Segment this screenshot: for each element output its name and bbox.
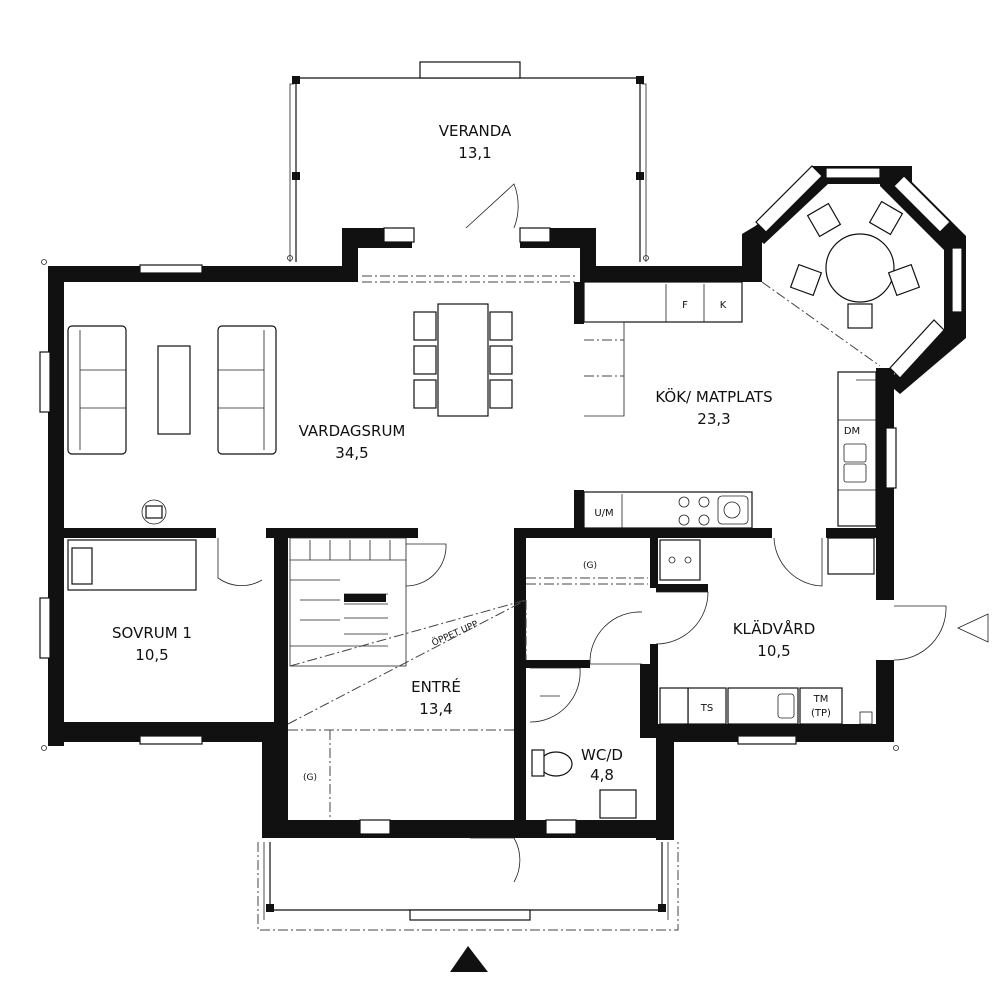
fixture-washer-label-2: (TP) [811,708,831,719]
laundry-fixtures [659,537,875,725]
room-name-kladvard: KLÄDVÅRD [733,619,816,638]
fixture-dishwasher-label: DM [844,426,860,437]
room-labels: VERANDA 13,1 VARDAGSRUM 34,5 KÖK/ MATPLA… [112,122,815,784]
bed [67,539,197,591]
front-porch-frame [257,842,679,931]
dining-table [413,303,513,417]
doors [217,183,989,883]
fixture-washer-label-1: TM [813,694,829,705]
room-name-kok: KÖK/ MATPLATS [655,387,772,406]
room-area-sovrum: 10,5 [135,646,168,664]
fixture-storage-label-1: (G) [583,561,597,571]
interior-walls [64,282,876,836]
room-name-veranda: VERANDA [439,122,512,140]
entrance-arrow-icon [450,946,488,972]
kitchen-cabinets [583,281,877,529]
wc-fixtures [531,695,637,819]
open-above-annotation: ÖPPET UPP [430,618,480,648]
room-area-entre: 13,4 [419,700,452,718]
room-area-kladvard: 10,5 [757,642,790,660]
fixture-freezer-label: K [720,300,727,311]
fixture-storage-label-2: (G) [303,773,317,783]
bay-round-table [789,200,921,329]
room-area-wc: 4,8 [590,766,614,784]
fixture-dryer-label: TS [700,703,713,714]
fixture-oven-label: U/M [594,508,613,519]
room-name-vardagsrum: VARDAGSRUM [299,422,406,440]
living-room-furniture [67,325,277,525]
room-name-sovrum: SOVRUM 1 [112,624,192,642]
staircase [289,537,527,667]
room-name-entre: ENTRÉ [411,677,461,696]
room-area-veranda: 13,1 [458,144,491,162]
room-area-kok: 23,3 [697,410,730,428]
room-area-vardagsrum: 34,5 [335,444,368,462]
fixture-fridge-label: F [682,300,688,311]
room-name-wc: WC/D [581,746,623,764]
veranda-frame [287,61,649,262]
windows [39,165,963,835]
